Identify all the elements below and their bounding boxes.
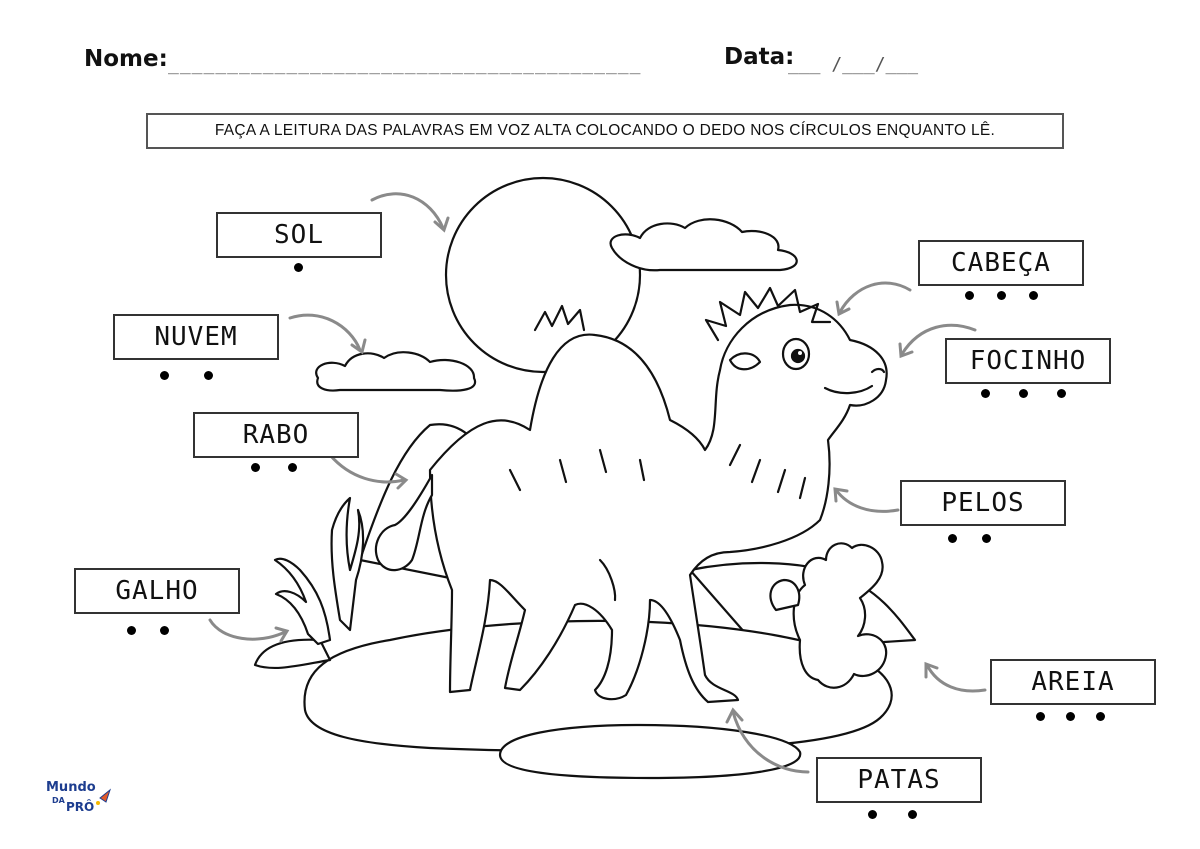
word-box-rabo: RABO [193, 412, 359, 458]
cloud-top-shape [609, 218, 798, 272]
arrow-cabeca [838, 281, 912, 314]
worksheet-header: Nome: __________________________________… [84, 40, 1144, 80]
word-box-nuvem: NUVEM [113, 314, 279, 360]
syllable-dot[interactable] [160, 626, 169, 635]
syllable-dot[interactable] [127, 626, 136, 635]
syllable-dot[interactable] [868, 810, 877, 819]
syllable-dot[interactable] [1057, 389, 1066, 398]
word-box-patas: PATAS [816, 757, 982, 803]
date-label: Data: [724, 44, 795, 70]
arrow-patas [731, 710, 810, 774]
camel-body-shape [428, 303, 888, 704]
syllable-dot[interactable] [908, 810, 917, 819]
word-box-sol: SOL [216, 212, 382, 258]
arrow-sol [370, 192, 445, 230]
word-label-nuvem: NUVEM [154, 322, 238, 352]
logo-line-1: Mundo [46, 780, 96, 795]
arrow-areia [925, 663, 987, 693]
syllable-dot[interactable] [288, 463, 297, 472]
syllable-dot[interactable] [948, 534, 957, 543]
word-box-cabeca: CABEÇA [918, 240, 1084, 286]
syllable-dot[interactable] [251, 463, 260, 472]
syllable-dot[interactable] [982, 534, 991, 543]
instruction-box: FAÇA A LEITURA DAS PALAVRAS EM VOZ ALTA … [146, 113, 1064, 149]
sun-shape [444, 176, 642, 374]
cloud-left-shape [315, 351, 477, 392]
syllable-dot[interactable] [1036, 712, 1045, 721]
word-box-pelos: PELOS [900, 480, 1066, 526]
arrow-focinho [900, 323, 977, 356]
word-label-galho: GALHO [115, 576, 199, 606]
word-label-areia: AREIA [1031, 667, 1115, 697]
instruction-text: FAÇA A LEITURA DAS PALAVRAS EM VOZ ALTA … [214, 122, 996, 139]
word-label-patas: PATAS [857, 765, 941, 795]
name-label: Nome: [84, 46, 168, 72]
arrow-pelos [834, 488, 900, 513]
word-label-cabeca: CABEÇA [951, 248, 1051, 278]
syllable-dot[interactable] [204, 371, 213, 380]
word-box-focinho: FOCINHO [945, 338, 1111, 384]
logo-line-3: PRÔ [66, 799, 94, 814]
syllable-dot[interactable] [160, 371, 169, 380]
arrow-nuvem [288, 313, 362, 352]
logo-line-2: DA [52, 796, 66, 805]
arrow-rabo [328, 453, 406, 484]
syllable-dot[interactable] [1029, 291, 1038, 300]
word-label-rabo: RABO [242, 420, 310, 450]
mundo-da-pro-logo: Mundo DA PRÔ [46, 780, 112, 814]
name-field[interactable]: ________________________________________ [168, 54, 642, 75]
word-box-areia: AREIA [990, 659, 1156, 705]
arrow-galho [208, 618, 287, 641]
syllable-dot[interactable] [294, 263, 303, 272]
syllable-dot[interactable] [1096, 712, 1105, 721]
syllable-dot[interactable] [997, 291, 1006, 300]
syllable-dot[interactable] [965, 291, 974, 300]
syllable-dot[interactable] [1066, 712, 1075, 721]
branch-shape [273, 557, 332, 646]
word-label-pelos: PELOS [941, 488, 1025, 518]
syllable-dot[interactable] [1019, 389, 1028, 398]
date-field[interactable]: ___ /___/___ [788, 54, 919, 75]
word-box-galho: GALHO [74, 568, 240, 614]
camel-tail-shape [374, 473, 434, 572]
word-label-sol: SOL [274, 220, 324, 250]
cactus-shape [792, 542, 888, 689]
word-label-focinho: FOCINHO [969, 346, 1087, 376]
ground-front-shape [498, 723, 802, 780]
syllable-dot[interactable] [981, 389, 990, 398]
